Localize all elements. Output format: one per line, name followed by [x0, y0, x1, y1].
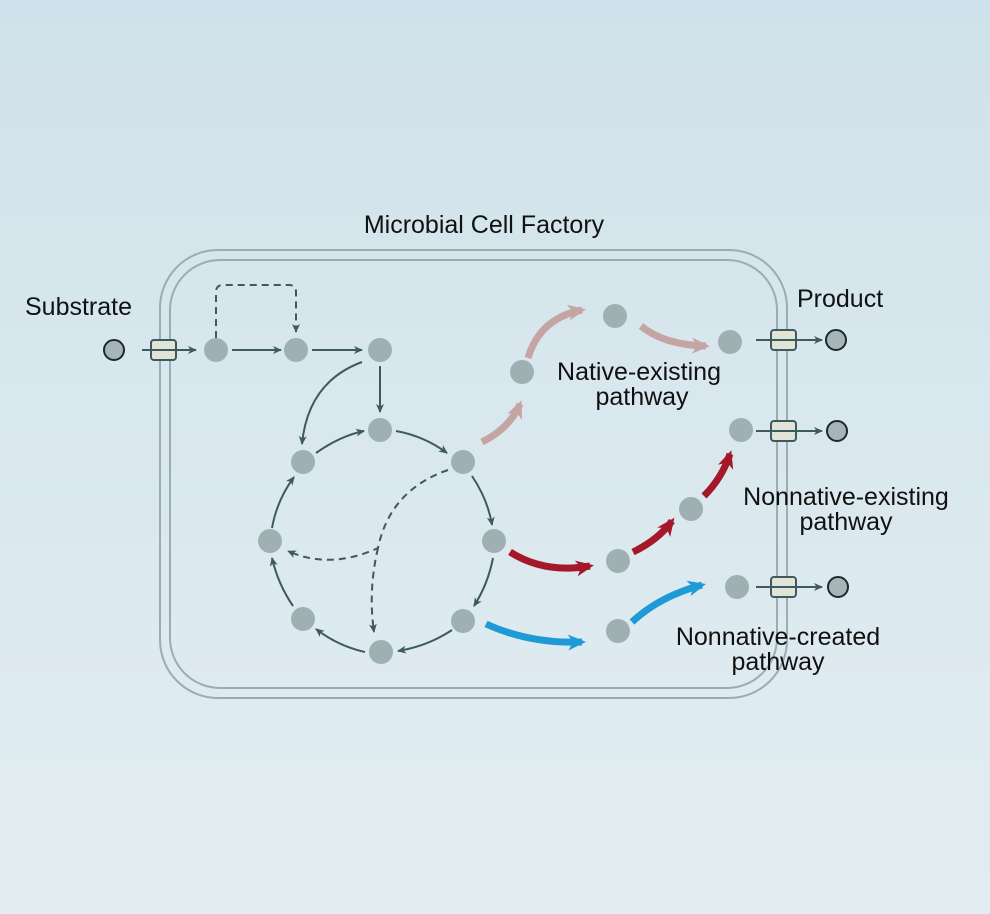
pathway-arrow [480, 400, 524, 446]
metabolite-node [451, 450, 475, 474]
native-existing-pathway: Native-existing pathway [480, 304, 742, 446]
upper-pathway [204, 284, 392, 445]
flow-arrow [271, 476, 295, 529]
product-export-1 [756, 329, 847, 351]
cyclic-pathway [258, 418, 506, 664]
metabolite-node [284, 338, 308, 362]
flow-arrow [473, 557, 494, 607]
metabolite-node [725, 575, 749, 599]
flow-arrow [315, 628, 366, 653]
product-export-3 [756, 576, 849, 598]
shunt-dashed-arrow [368, 547, 379, 633]
metabolite-node [510, 360, 534, 384]
cell-membrane [159, 249, 788, 699]
metabolite-node [258, 529, 282, 553]
flow-arrow [397, 629, 453, 654]
flow-arrow [315, 428, 365, 454]
metabolite-node [451, 609, 475, 633]
product-node [825, 329, 847, 351]
product-export-2 [756, 420, 848, 442]
metabolite-node [291, 450, 315, 474]
pathway-arrow [631, 517, 675, 556]
metabolite-node [718, 330, 742, 354]
pathway-label-line2: pathway [731, 648, 825, 676]
flow-arrow [395, 430, 448, 454]
membrane-transporter-icon [770, 329, 797, 351]
metabolite-node [729, 418, 753, 442]
substrate-label: Substrate [25, 293, 132, 321]
bypass-dashed-arrow [215, 284, 300, 338]
metabolite-node [369, 640, 393, 664]
pathway-arrow [508, 549, 594, 577]
diagram-title: Microbial Cell Factory [364, 211, 605, 239]
metabolite-node [482, 529, 506, 553]
membrane-transporter-icon [150, 339, 177, 361]
metabolite-node [204, 338, 228, 362]
product-node [826, 420, 848, 442]
pathway-arrow [629, 580, 706, 625]
product-node [827, 576, 849, 598]
pathway-arrow [638, 323, 710, 354]
shunt-dashed-arrow [287, 469, 449, 561]
metabolite-node [603, 304, 627, 328]
membrane-transporter-icon [770, 420, 797, 442]
metabolite-node [606, 619, 630, 643]
nonnative-created-pathway: Nonnative-created pathway [484, 575, 880, 676]
metabolite-node [368, 338, 392, 362]
metabolite-node [679, 497, 703, 521]
flow-arrow [269, 557, 294, 607]
nonnative-existing-pathway: Nonnative-existing pathway [508, 418, 949, 577]
pathway-label-line1: Native-existing [557, 358, 721, 386]
pathway-arrow [524, 304, 586, 360]
pathway-label-line2: pathway [799, 508, 893, 536]
metabolite-node [606, 549, 630, 573]
product-label: Product [797, 285, 883, 313]
flow-arrow [471, 475, 495, 526]
substrate-node [103, 339, 125, 361]
pathway-label-line1: Nonnative-created [676, 623, 880, 651]
pathway-arrow [484, 620, 586, 651]
pathway-arrow [701, 450, 734, 499]
pathway-label-line1: Nonnative-existing [743, 483, 949, 511]
membrane-transporter-icon [770, 576, 797, 598]
flow-arrow [298, 361, 363, 445]
pathway-label-line2: pathway [595, 383, 689, 411]
metabolite-node [291, 607, 315, 631]
metabolite-node [368, 418, 392, 442]
